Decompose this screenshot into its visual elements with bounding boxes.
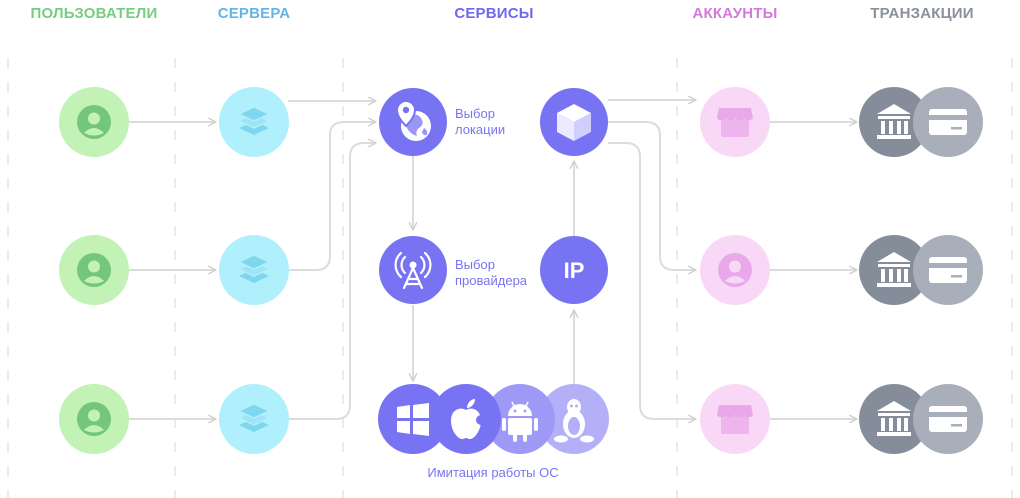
android-icon <box>502 401 538 442</box>
layers-icon <box>237 403 271 432</box>
card-node <box>913 235 983 305</box>
windows-icon <box>397 403 429 436</box>
transaction-pair-2 <box>859 235 983 305</box>
user-icon <box>77 253 111 287</box>
provider-label: Выбор провайдера <box>455 257 527 289</box>
account-node-3 <box>700 384 770 454</box>
transaction-pair-1 <box>859 87 983 157</box>
user-icon <box>77 105 111 139</box>
column-title-users: ПОЛЬЗОВАТЕЛИ <box>30 5 158 22</box>
service-node <box>540 88 608 156</box>
user-node-2 <box>59 235 129 305</box>
linux-icon <box>554 399 594 443</box>
card-node <box>913 87 983 157</box>
location-label-line-1: Выбор <box>455 106 495 121</box>
card-node <box>913 384 983 454</box>
user-icon <box>718 253 752 287</box>
globe-pin-icon <box>395 99 431 141</box>
os-android-node <box>485 384 555 454</box>
transaction-pair-3 <box>859 384 983 454</box>
layers-icon <box>237 254 271 283</box>
location-label: Выбор локации <box>455 106 505 138</box>
column-title-services: СЕРВИСЫ <box>454 5 534 22</box>
provider-node <box>379 236 447 304</box>
credit-card-icon <box>929 109 967 135</box>
bank-icon <box>877 104 911 139</box>
connector-server2-location <box>288 117 377 271</box>
column-title-transactions: ТРАНЗАКЦИИ <box>870 5 974 22</box>
credit-card-icon <box>929 257 967 283</box>
os-linux-node <box>539 384 609 454</box>
apple-icon <box>451 399 486 439</box>
store-icon <box>717 108 753 137</box>
location-node <box>379 88 447 156</box>
provider-label-line-1: Выбор <box>455 257 495 272</box>
os-windows-node <box>378 384 448 454</box>
column-title-servers: СЕРВЕРА <box>217 5 291 22</box>
bank-node <box>859 384 929 454</box>
account-node-2 <box>700 235 770 305</box>
cube-icon <box>557 104 591 141</box>
connector-server3-location <box>288 138 377 420</box>
account-node-1 <box>700 87 770 157</box>
bank-node <box>859 87 929 157</box>
user-node-3 <box>59 384 129 454</box>
os-label: Имитация работы ОС <box>427 465 559 480</box>
user-icon <box>77 402 111 436</box>
bank-icon <box>877 252 911 287</box>
bank-icon <box>877 401 911 436</box>
server-node-3 <box>219 384 289 454</box>
credit-card-icon <box>929 406 967 432</box>
location-label-line-2: локации <box>455 122 506 137</box>
antenna-icon <box>394 251 432 290</box>
store-icon <box>717 405 753 434</box>
ip-label: IP <box>564 258 585 283</box>
antenna-tip <box>409 261 417 269</box>
connector-service-account2 <box>608 121 697 275</box>
column-dividers <box>7 58 1013 498</box>
user-node-1 <box>59 87 129 157</box>
layers-icon <box>237 106 271 135</box>
bank-node <box>859 235 929 305</box>
column-title-accounts: АККАУНТЫ <box>692 5 778 22</box>
ip-node: IP <box>540 236 608 304</box>
provider-label-line-2: провайдера <box>455 273 528 288</box>
server-node-2 <box>219 235 289 305</box>
os-apple-node <box>431 384 501 454</box>
server-node-1 <box>219 87 289 157</box>
connector-service-account3 <box>608 142 697 424</box>
connectors <box>127 95 858 424</box>
